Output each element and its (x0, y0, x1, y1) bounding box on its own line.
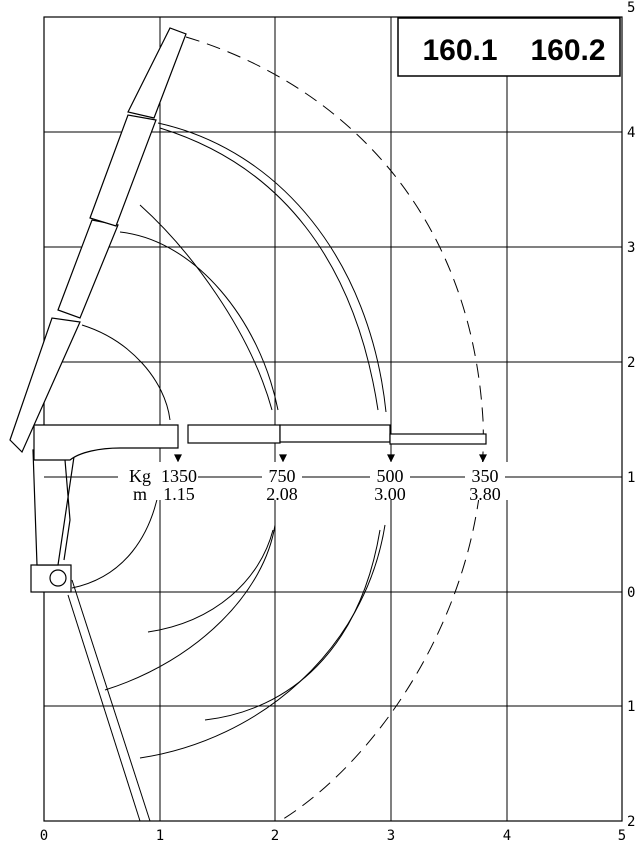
reach-arcs (67, 36, 484, 822)
plot-frame (43, 16, 623, 822)
arc-lower-2b (147, 529, 274, 633)
model-title-box: 160.1 160.2 (397, 17, 621, 77)
arc-lower-3 (139, 524, 386, 759)
load-value-4: 350 (472, 466, 499, 486)
x-tick-2: 2 (271, 828, 279, 844)
y-tick-0: 0 (627, 585, 635, 601)
radius-value-2: 2.08 (266, 484, 298, 504)
extension-2 (279, 424, 391, 443)
crane-drawing (9, 27, 487, 593)
raised-boom-lower (9, 317, 81, 454)
crane-horizontal-boom (33, 424, 179, 461)
arc-3m-upper (157, 122, 387, 413)
x-axis-labels: 0 1 2 3 4 5 (40, 828, 626, 844)
radius-unit-label: m (133, 484, 147, 504)
y-tick-minus-1: 1 (627, 699, 635, 715)
outer-envelope-arc (185, 36, 484, 822)
model-label-1: 160.1 (422, 34, 497, 67)
y-tick-5: 5 (627, 0, 635, 16)
arc-lower-3b (204, 529, 381, 721)
arc-3m-upper-2 (159, 127, 379, 411)
raised-boom-upper (89, 114, 157, 227)
radius-value-1: 1.15 (163, 484, 195, 504)
boom-low-line-1 (67, 594, 141, 822)
y-tick-2: 2 (627, 355, 635, 371)
hook-marker-1 (174, 454, 182, 463)
y-tick-1: 1 (627, 470, 635, 486)
hook-marker-4 (479, 454, 487, 463)
y-tick-minus-2: 2 (627, 814, 635, 830)
weight-unit-label: Kg (129, 466, 151, 486)
raised-boom-tip (127, 27, 187, 119)
extension-3 (389, 433, 487, 445)
load-value-1: 1350 (161, 466, 197, 486)
hook-marker-3 (387, 454, 395, 463)
raised-boom-mid (57, 219, 119, 319)
model-label-2: 160.2 (530, 34, 605, 67)
arc-1m (81, 324, 171, 421)
crane-base-wheel (49, 569, 67, 587)
y-tick-3: 3 (627, 240, 635, 256)
y-axis-labels: 5 4 3 2 1 0 1 2 (627, 0, 635, 830)
y-tick-4: 4 (627, 125, 635, 141)
capacity-labels: Kg m 1350 1.15 750 2.08 500 3.00 350 3.8… (44, 462, 622, 504)
x-tick-0: 0 (40, 828, 48, 844)
x-tick-3: 3 (387, 828, 395, 844)
x-tick-4: 4 (503, 828, 511, 844)
arc-2m-inner (139, 204, 273, 411)
x-tick-5: 5 (618, 828, 626, 844)
boom-low-line-2 (71, 579, 151, 822)
load-value-3: 500 (377, 466, 404, 486)
radius-value-3: 3.00 (374, 484, 406, 504)
x-tick-1: 1 (156, 828, 164, 844)
load-value-2: 750 (269, 466, 296, 486)
column-cylinder (63, 459, 71, 561)
radius-value-4: 3.80 (469, 484, 501, 504)
hook-marker-2 (279, 454, 287, 463)
extension-1 (187, 424, 281, 444)
arc-lower-2 (104, 524, 276, 691)
arc-2m (119, 231, 279, 411)
